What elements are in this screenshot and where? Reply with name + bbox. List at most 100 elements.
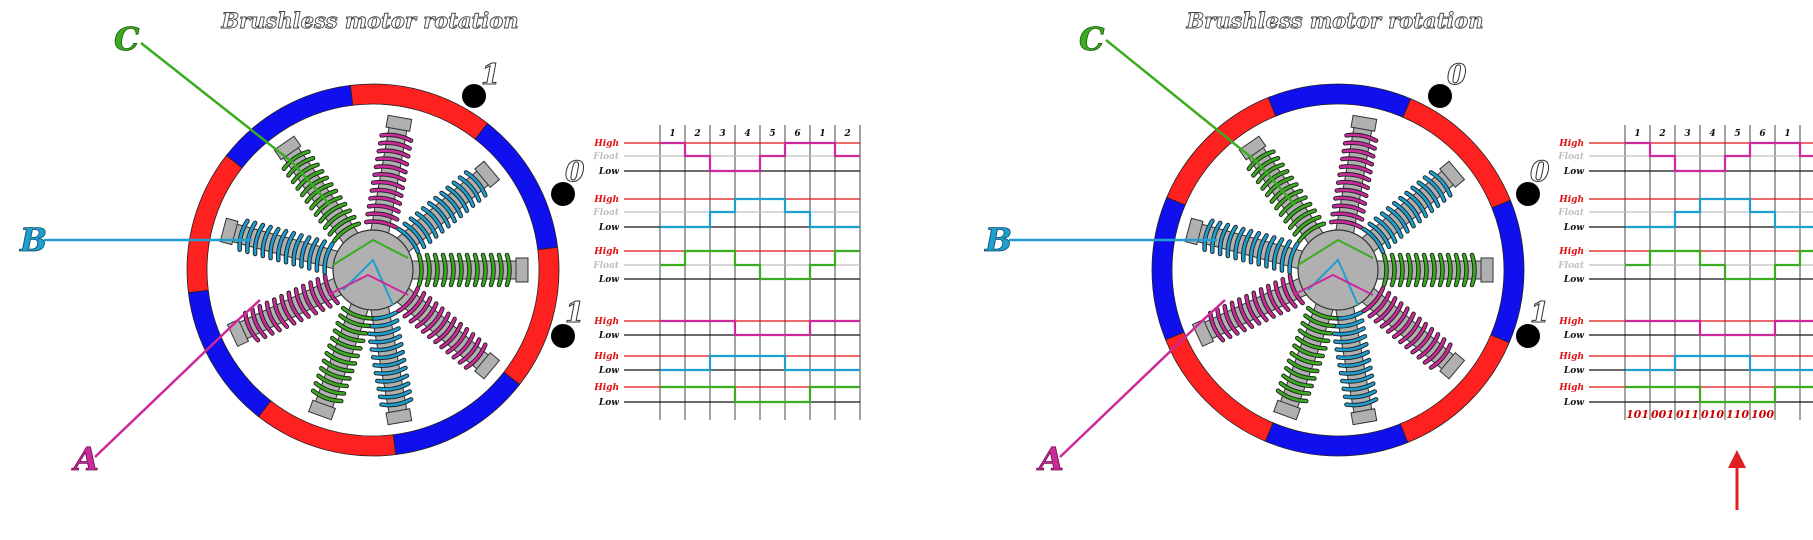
coil-winding <box>364 311 413 407</box>
level-label-float: Float <box>592 261 620 271</box>
tooth-tip <box>1350 408 1378 426</box>
hall-sensor-dot-1 <box>1428 84 1452 108</box>
wire-b <box>1307 258 1359 306</box>
step-number: 5 <box>769 129 775 139</box>
wire-a <box>1292 273 1374 296</box>
hall-value-3: 1 <box>1530 296 1549 329</box>
level-label-low: Low <box>598 275 619 285</box>
magnet-segment-blue <box>1490 199 1525 344</box>
magnet-segment-red <box>1165 331 1274 442</box>
panel-title: Brushless motor rotation <box>1185 8 1483 33</box>
level-label-low: Low <box>1563 167 1584 177</box>
stator <box>219 114 529 426</box>
phase-signal-trace <box>1625 319 1813 337</box>
magnet-ring <box>1151 83 1525 457</box>
stator-tooth <box>363 114 414 243</box>
stator-tooth <box>1367 252 1494 288</box>
motor-diagram: C B A 0 0 1 <box>984 20 1551 479</box>
tooth-tip <box>1480 257 1494 283</box>
level-label-low: Low <box>1563 331 1584 341</box>
tooth-tip <box>1350 114 1378 132</box>
level-label-high: High <box>1558 352 1584 362</box>
panel-title: Brushless motor rotation <box>220 8 518 33</box>
magnet-ring <box>186 83 560 457</box>
coil-winding <box>1362 171 1452 254</box>
tooth-tip <box>474 160 501 188</box>
tooth-tip <box>1439 352 1466 380</box>
phase-signal-trace <box>1625 141 1813 173</box>
hall-value-3: 1 <box>565 296 584 329</box>
hall-sensor-dot-3 <box>551 324 575 348</box>
step-number: 4 <box>1709 129 1715 139</box>
step-number: 6 <box>794 129 801 139</box>
coil-winding <box>417 253 511 287</box>
level-label-float: Float <box>1557 152 1585 162</box>
hall-state-code: 101 <box>1626 408 1649 421</box>
magnet-segment-blue <box>1267 83 1412 118</box>
step-number: 1 <box>819 129 825 139</box>
tooth-tip <box>308 399 337 421</box>
stator-tooth <box>363 297 414 426</box>
stator-hub <box>332 229 414 311</box>
phase-b-label: B <box>19 221 47 259</box>
motor-diagram: C B A 1 0 1 <box>19 20 586 479</box>
level-label-low: Low <box>598 331 619 341</box>
phase-signal-trace <box>660 249 860 281</box>
step-number: 2 <box>843 129 850 139</box>
coil-winding <box>1203 219 1299 274</box>
level-label-low: Low <box>598 366 619 376</box>
level-label-float: Float <box>1557 261 1585 271</box>
level-label-low: Low <box>598 223 619 233</box>
hall-value-1: 0 <box>1447 58 1467 91</box>
level-label-low: Low <box>1563 398 1584 408</box>
tooth-tip <box>474 352 501 380</box>
step-number: 1 <box>669 129 675 139</box>
coil-winding <box>238 219 334 274</box>
stator-tooth <box>1273 294 1339 421</box>
stator-hub <box>1297 229 1379 311</box>
magnet-segment-blue <box>1264 422 1409 457</box>
level-label-high: High <box>1558 247 1584 257</box>
stator-tooth <box>1328 114 1379 243</box>
coil-winding <box>397 171 487 254</box>
tooth-tip <box>1273 399 1302 421</box>
phase-signal-trace <box>1625 354 1813 372</box>
level-label-low: Low <box>598 167 619 177</box>
level-label-high: High <box>593 247 619 257</box>
phase-c-lead <box>1105 39 1296 206</box>
phase-signal-trace <box>1625 197 1813 229</box>
stator-tooth <box>402 252 529 288</box>
hall-state-code: 110 <box>1726 408 1749 421</box>
tooth-tip <box>1439 160 1466 188</box>
phase-signal-trace <box>660 319 860 337</box>
level-label-float: Float <box>592 152 620 162</box>
step-number: 6 <box>1759 129 1766 139</box>
step-number: 3 <box>1684 129 1690 139</box>
coil-winding <box>1382 253 1476 287</box>
tooth-tip <box>385 114 413 132</box>
magnet-segment-blue <box>225 84 354 169</box>
wire-c <box>332 238 409 266</box>
hall-sensor-dot-2 <box>1516 182 1540 206</box>
tooth-tip <box>515 257 529 283</box>
hall-sensor-dot-1 <box>462 84 486 108</box>
magnet-segment-blue <box>1151 196 1186 341</box>
level-label-high: High <box>593 317 619 327</box>
wire-c <box>1297 238 1374 266</box>
phase-signal-trace <box>1625 385 1813 404</box>
phase-a-lead <box>1059 299 1226 458</box>
stator-tooth <box>1354 160 1466 259</box>
hall-state-code: 100 <box>1751 408 1774 421</box>
coil-winding <box>1329 133 1378 229</box>
coil-winding <box>1362 286 1452 369</box>
level-label-high: High <box>593 195 619 205</box>
phase-signal-trace <box>660 141 860 173</box>
hall-state-code: 001 <box>1651 408 1674 421</box>
magnet-segment-blue <box>392 371 521 456</box>
step-number: 4 <box>744 129 750 139</box>
coil-winding <box>1276 306 1338 403</box>
level-label-high: High <box>1558 195 1584 205</box>
tooth-tip <box>385 408 413 426</box>
